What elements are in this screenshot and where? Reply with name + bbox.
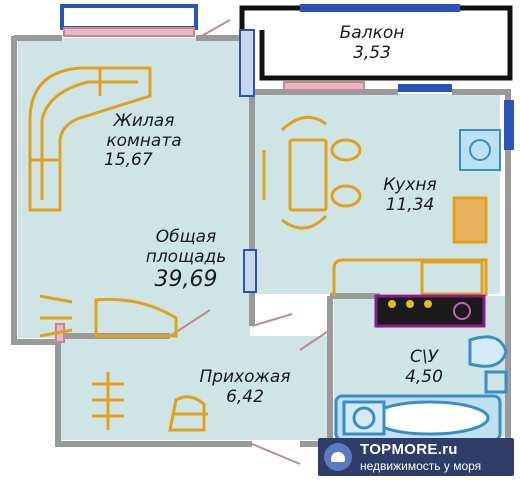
washer-drum-icon (469, 139, 491, 161)
side-furniture (39, 294, 178, 338)
balcony-label: Балкон 3,53 (312, 23, 432, 63)
total-area-value: 39,69 (154, 267, 218, 293)
balcony-floor (264, 12, 502, 78)
total-area-name-line1: Общая (155, 227, 217, 247)
sofa (28, 66, 152, 212)
balcony-walls (239, 5, 513, 81)
coat-racks (92, 372, 208, 432)
living-window-sill (66, 4, 192, 8)
dining-set (262, 115, 362, 230)
partition-glass (243, 249, 257, 293)
balcony-window (300, 4, 460, 12)
bathroom-area: 4,50 (405, 366, 443, 387)
balcony-name: Балкон (339, 23, 405, 43)
kitchen-area: 11,34 (385, 194, 435, 215)
balcony-door-glass (239, 29, 255, 97)
stove-burner-icon (406, 300, 414, 308)
kitchen-appliance (459, 129, 501, 171)
hall-floor (60, 336, 330, 440)
hall-label: Прихожая 6,42 (180, 367, 310, 407)
hall-name: Прихожая (199, 367, 291, 387)
watermark-tagline: недвижимость у моря (360, 459, 482, 473)
living-room-name-line2: комната (106, 130, 182, 151)
kitchen-counter (332, 196, 488, 296)
balcony-area: 3,53 (353, 42, 391, 63)
kitchen-window (398, 84, 452, 92)
stove-oven-icon (453, 302, 471, 320)
living-room-floor (18, 38, 250, 338)
stove-burner-icon (388, 300, 396, 308)
living-room-window (60, 4, 198, 30)
hall-area: 6,42 (226, 386, 264, 407)
kitchen-name: Кухня (383, 175, 437, 195)
total-area-label: Общая площадь 39,69 (126, 227, 246, 293)
living-room-name-line1: Жилая (113, 111, 175, 131)
living-room-area: 15,67 (104, 150, 153, 171)
kitchen-side-window (504, 100, 514, 150)
kitchen-label: Кухня 11,34 (360, 175, 460, 215)
watermark[interactable]: TOPMORE.ru недвижимость у моря (318, 438, 514, 476)
topmore-logo-icon (324, 443, 352, 471)
stove-burner-icon (424, 300, 432, 308)
bathroom-label: С\У 4,50 (394, 347, 454, 387)
total-area-name-line2: площадь (145, 246, 227, 267)
living-room-label: Жилая комната 15,67 (84, 111, 204, 171)
watermark-brand: TOPMORE.ru (360, 441, 458, 458)
bathroom-name: С\У (410, 347, 438, 367)
